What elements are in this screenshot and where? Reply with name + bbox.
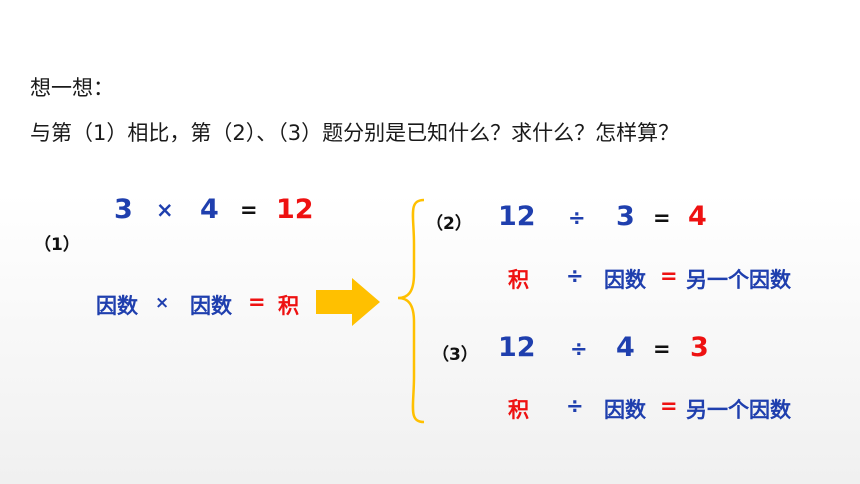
eq3-word-operator: ÷ — [566, 394, 584, 418]
eq2-word-factor: 因数 — [604, 268, 646, 292]
eq2-equals: = — [653, 206, 671, 230]
eq1-label: （1） — [34, 235, 80, 255]
eq3-operand-b: 4 — [616, 332, 635, 363]
eq2-label: （2） — [426, 214, 472, 234]
eq2-operand-a: 12 — [498, 201, 536, 232]
eq1-equals: = — [240, 198, 258, 222]
eq3-label: （3） — [432, 345, 478, 365]
eq1-word-product: 积 — [278, 294, 299, 318]
eq1-word-factor-2: 因数 — [190, 294, 232, 318]
eq3-operator: ÷ — [570, 337, 588, 361]
eq3-equals: = — [653, 337, 671, 361]
eq1-word-operator: × — [155, 293, 170, 313]
curly-brace-icon — [397, 198, 425, 424]
eq1-operand-a: 3 — [114, 194, 133, 225]
eq3-word-equals: = — [660, 394, 678, 418]
prompt-line-2: 与第（1）相比，第（2）、（3）题分别是已知什么？求什么？怎样算？ — [30, 121, 680, 145]
right-arrow-icon — [316, 278, 380, 326]
eq2-operator: ÷ — [568, 206, 586, 230]
eq3-result: 3 — [690, 332, 709, 363]
prompt-line-1: 想一想： — [30, 76, 114, 100]
eq3-word-factor: 因数 — [604, 398, 646, 422]
eq3-word-product: 积 — [508, 398, 529, 422]
eq1-word-factor-1: 因数 — [96, 294, 138, 318]
eq2-word-equals: = — [660, 264, 678, 288]
eq2-operand-b: 3 — [616, 201, 635, 232]
eq1-operator: × — [156, 198, 174, 222]
eq3-word-other-factor: 另一个因数 — [686, 398, 791, 422]
eq1-word-equals: = — [248, 290, 266, 314]
eq2-word-product: 积 — [508, 268, 529, 292]
eq1-result: 12 — [276, 194, 314, 225]
eq3-operand-a: 12 — [498, 332, 536, 363]
eq2-result: 4 — [688, 201, 707, 232]
eq2-word-operator: ÷ — [566, 264, 584, 288]
eq2-word-other-factor: 另一个因数 — [686, 268, 791, 292]
eq1-operand-b: 4 — [200, 194, 219, 225]
